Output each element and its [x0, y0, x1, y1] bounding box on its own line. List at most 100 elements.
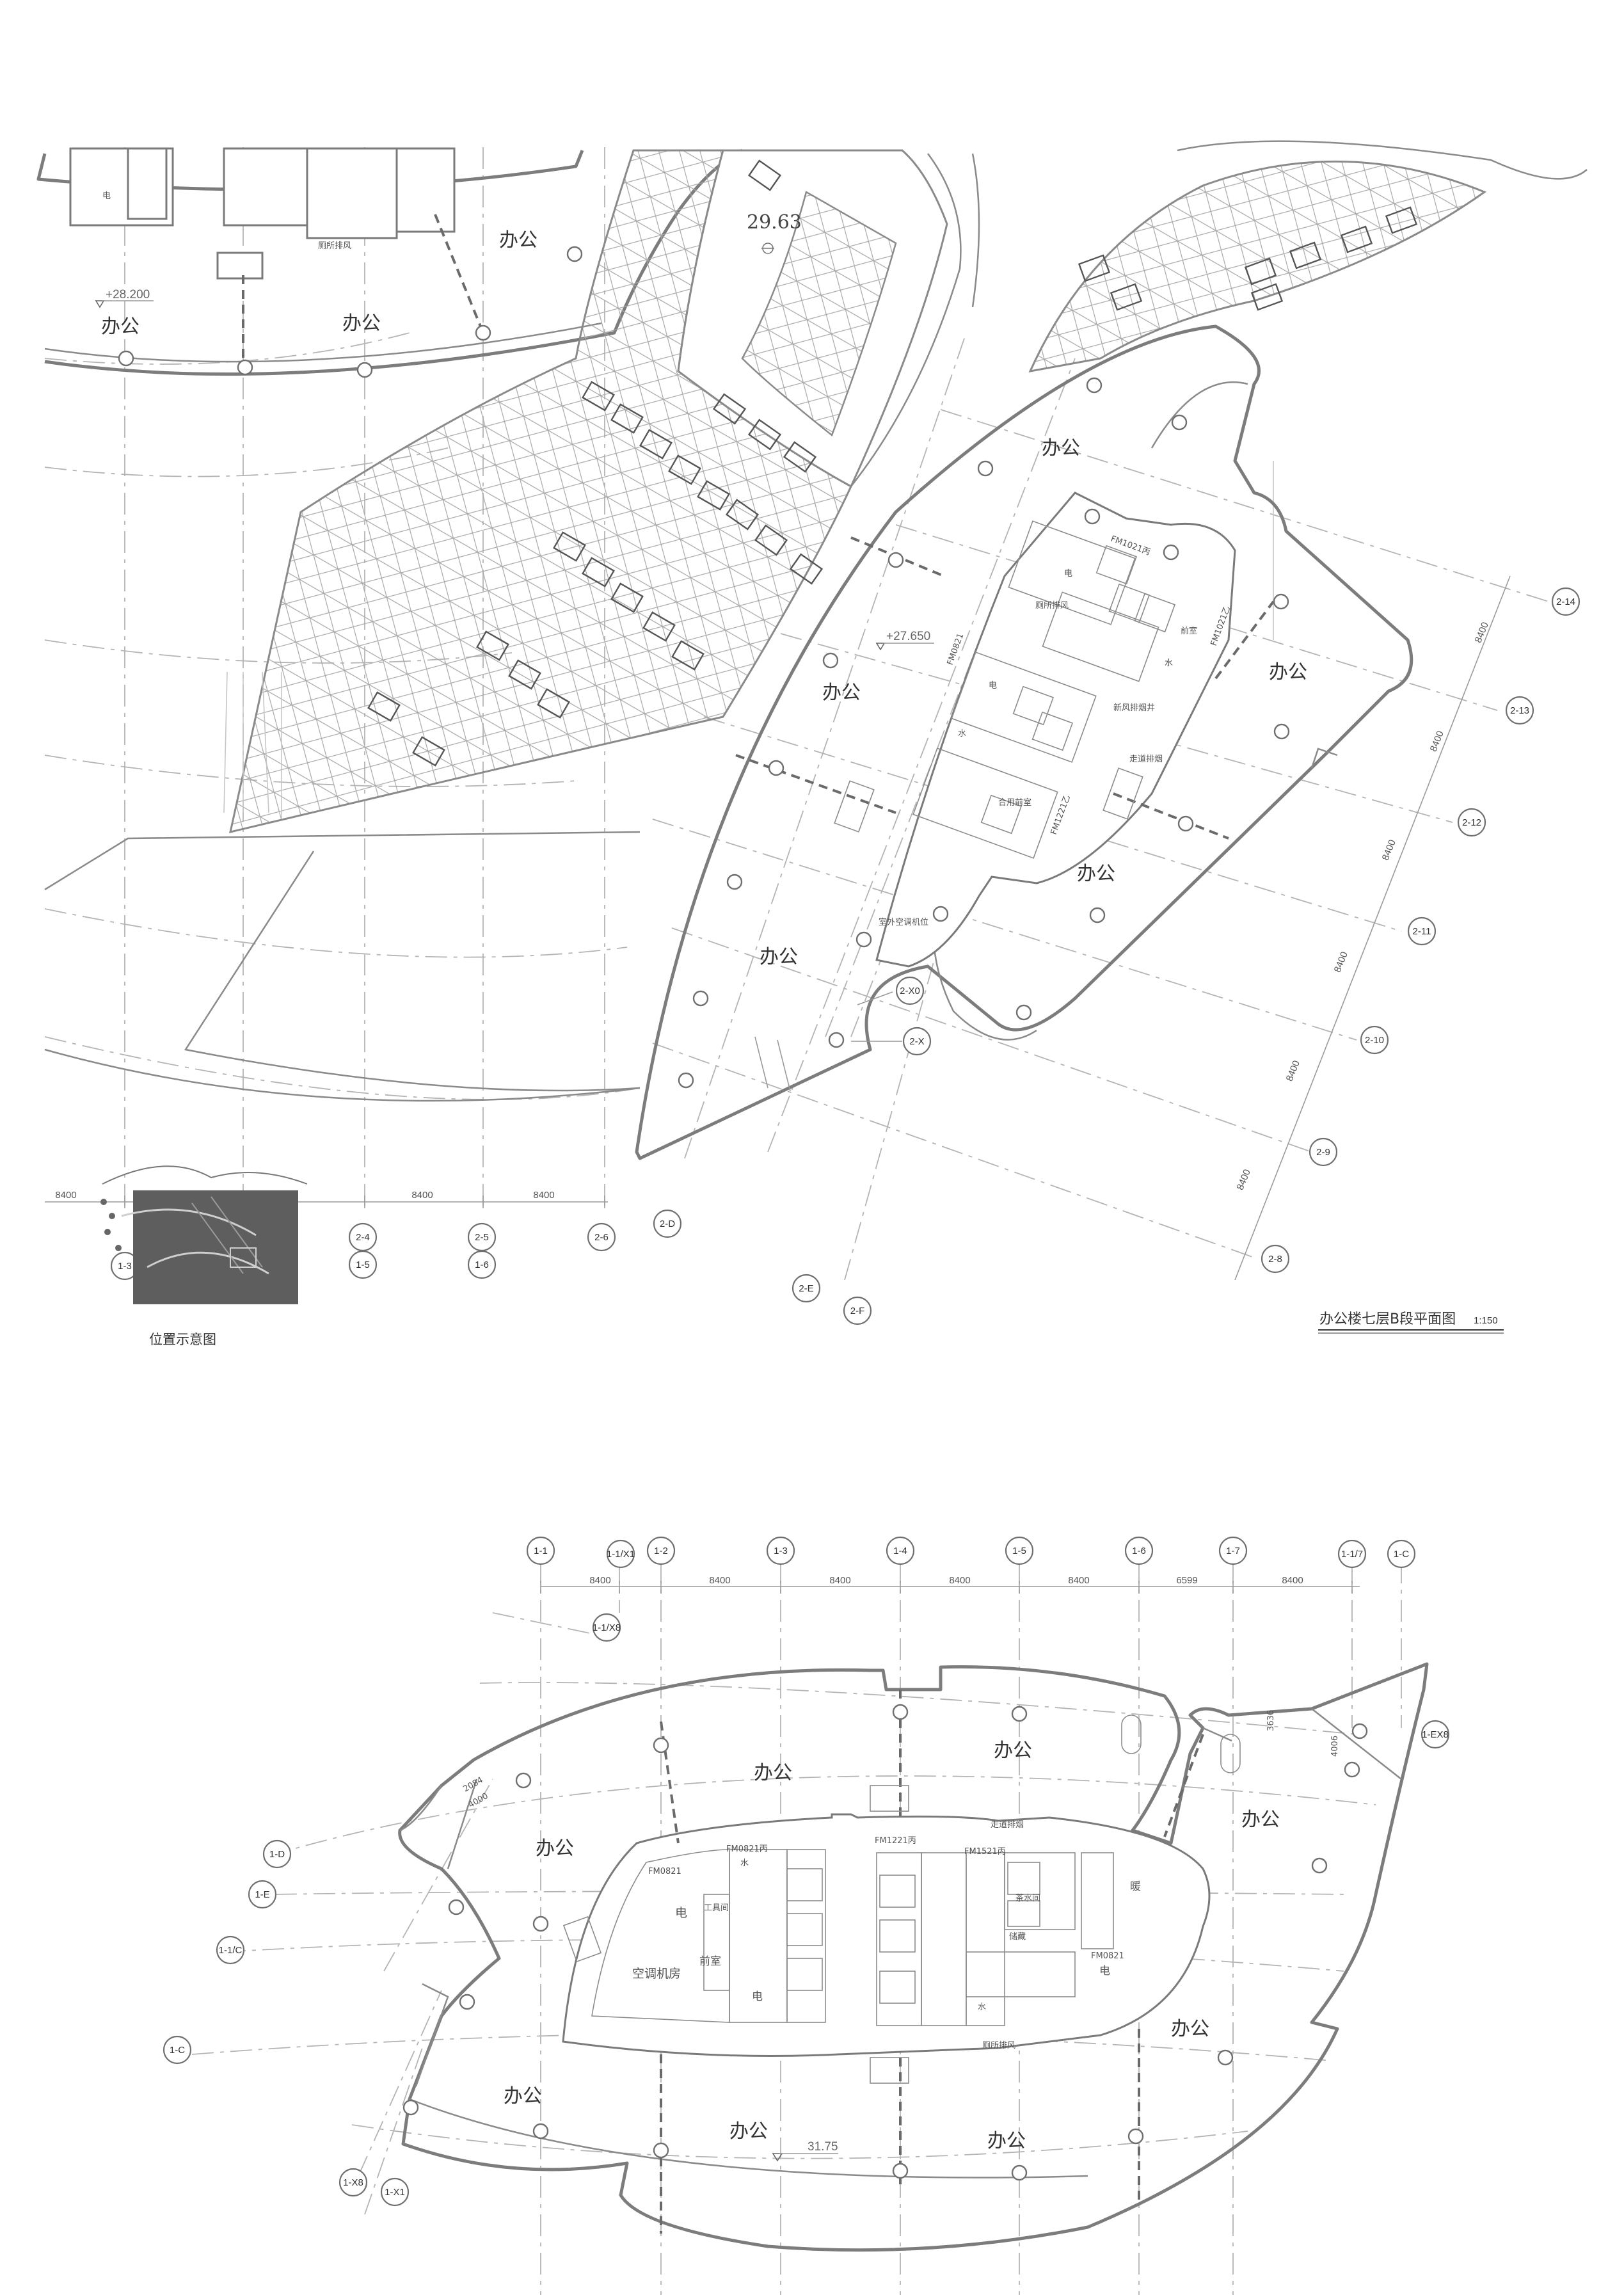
door-tag: FM0821丙 [726, 1844, 768, 1854]
svg-text:1-7: 1-7 [1226, 1546, 1240, 1556]
core-label: 电 [675, 1906, 687, 1920]
axis-bubble: 1-X1 [380, 2177, 410, 2207]
core-label: 暖 [1130, 1880, 1141, 1893]
svg-text:1-C: 1-C [170, 2045, 185, 2056]
upper-elevations: +28.200 +27.650 29.63 [95, 211, 934, 651]
upper-room-labels: 办公 办公 办公 办公 办公 办公 办公 办公 [101, 229, 1307, 968]
lower-slab-outline [398, 1662, 1429, 2252]
svg-text:2-12: 2-12 [1462, 817, 1481, 828]
core-label: 前室 [1181, 626, 1197, 636]
svg-text:2-6: 2-6 [594, 1232, 609, 1243]
axis-bubble: 2-9 [1309, 1137, 1338, 1167]
svg-text:1-4: 1-4 [893, 1546, 907, 1556]
room-label: 办公 [536, 1837, 574, 1860]
elevation-mark: 31.75 [808, 2140, 838, 2154]
room-label: 办公 [1269, 661, 1307, 684]
core-label: 电 [752, 1990, 763, 2003]
svg-text:2-9: 2-9 [1316, 1147, 1330, 1158]
upper-right-axis-bubbles: 2-14 2-13 2-12 2-11 2-10 2-9 2-8 8400 84… [1235, 587, 1580, 1274]
room-label: 办公 [504, 2085, 542, 2107]
lower-top-dimensions: 8400 8400 8400 8400 8400 6599 8400 [540, 1575, 1360, 1594]
axis-bubble: 1-1 [526, 1536, 555, 1565]
axis-bubble: 1-6 [1124, 1536, 1154, 1565]
dimension-text: 8400 [1428, 730, 1446, 753]
svg-text:2-X: 2-X [909, 1036, 924, 1047]
svg-text:1-2: 1-2 [654, 1546, 668, 1556]
axis-bubble: 2-X [902, 1027, 932, 1056]
svg-text:2-E: 2-E [799, 1283, 813, 1294]
svg-text:2-X0: 2-X0 [900, 986, 920, 996]
core-label: 走道排烟 [1129, 755, 1163, 764]
door-tag: FM1521丙 [964, 1847, 1006, 1857]
core-label: 水 [1165, 659, 1173, 668]
door-tag: FM1221丙 [875, 1836, 916, 1846]
core-label: 新风排烟井 [1113, 703, 1155, 713]
room-label: 办公 [994, 1739, 1032, 1762]
room-label: 办公 [1241, 1809, 1280, 1831]
room-label: 办公 [729, 2120, 768, 2143]
dimension-text: 8400 [1068, 1575, 1089, 1586]
svg-text:1-X1: 1-X1 [385, 2187, 405, 2198]
axis-bubble: 1-7 [1218, 1536, 1248, 1565]
svg-text:1-6: 1-6 [475, 1259, 489, 1270]
dimension-text: 8400 [1380, 838, 1398, 862]
core-label: 茶水间 [1015, 1893, 1040, 1903]
dimension-text: 8400 [589, 1575, 610, 1586]
room-label: 办公 [342, 312, 381, 335]
room-label: 办公 [499, 229, 537, 252]
dimension-text: 8400 [1282, 1575, 1303, 1586]
svg-text:1-D: 1-D [269, 1849, 285, 1860]
svg-text:2-13: 2-13 [1510, 705, 1529, 716]
svg-text:2-11: 2-11 [1413, 926, 1431, 937]
axis-bubble: 1-6 [467, 1250, 497, 1279]
core-label: 厕所排风 [318, 241, 351, 251]
axis-bubble: 1-3 [110, 1251, 139, 1281]
lower-columns [402, 1704, 1368, 2181]
svg-text:1-3: 1-3 [118, 1261, 132, 1272]
axis-bubble: 1-X8 [338, 2168, 368, 2197]
dimension-text: 4006 [1330, 1736, 1340, 1757]
axis-bubble: 1-C [163, 2035, 192, 2065]
dimension-text: 6599 [1176, 1575, 1197, 1586]
axis-bubble: 2-F [843, 1296, 872, 1325]
axis-bubble: 1-3 [766, 1536, 795, 1565]
core-label: 厕所排风 [982, 2041, 1015, 2051]
svg-text:1-5: 1-5 [1012, 1546, 1026, 1556]
axis-bubble: 2-11 [1407, 916, 1437, 946]
core-label: 水 [958, 729, 966, 739]
room-label: 办公 [101, 316, 139, 338]
skylight-panels [367, 159, 1418, 767]
axis-bubble: 2-X0 [895, 976, 925, 1005]
axis-bubble: 1-5 [348, 1250, 378, 1279]
location-key-map: 位置示意图 [100, 1165, 308, 1347]
room-label: 办公 [760, 946, 798, 968]
core-label: 电 [1099, 1965, 1110, 1978]
svg-text:1-5: 1-5 [356, 1259, 370, 1270]
key-map-caption: 位置示意图 [149, 1332, 216, 1347]
room-label: 办公 [1171, 2018, 1209, 2040]
axis-bubble: 1-C [1387, 1539, 1416, 1569]
core-label: 电 [102, 191, 111, 201]
dimension-text: 8400 [1284, 1059, 1302, 1083]
room-label: 办公 [987, 2130, 1026, 2152]
axis-bubble: 2-10 [1360, 1025, 1389, 1055]
dimension-text: 8400 [55, 1190, 76, 1201]
svg-text:2-8: 2-8 [1268, 1254, 1282, 1265]
core-label: 电 [989, 681, 997, 691]
axis-bubble: 2-12 [1457, 808, 1486, 837]
core-label: 室外空调机位 [879, 917, 928, 927]
lower-top-axis-bubbles: 1-1 1-1/X1 1-2 1-3 1-4 1-5 1-6 1-7 1-1/7… [526, 1536, 1416, 1569]
axis-bubble: 2-5 [467, 1222, 497, 1252]
svg-text:1-EX8: 1-EX8 [1422, 1729, 1449, 1740]
core-label: 合用前室 [998, 797, 1031, 808]
svg-text:1-6: 1-6 [1132, 1546, 1146, 1556]
svg-text:2-4: 2-4 [356, 1232, 370, 1243]
lower-core-labels: 电 工具间 空调机房 前室 电 水 茶水间 储藏 暖 电 水 厕所排风 走道排烟… [632, 1820, 1141, 2051]
axis-bubble: 1-E [248, 1880, 277, 1909]
axis-bubble: 1-D [262, 1839, 292, 1869]
dimension-text: 8400 [533, 1190, 554, 1201]
core-label: 空调机房 [632, 1967, 681, 1981]
axis-bubble: 2-8 [1261, 1244, 1290, 1274]
core-label: 水 [740, 1859, 749, 1868]
